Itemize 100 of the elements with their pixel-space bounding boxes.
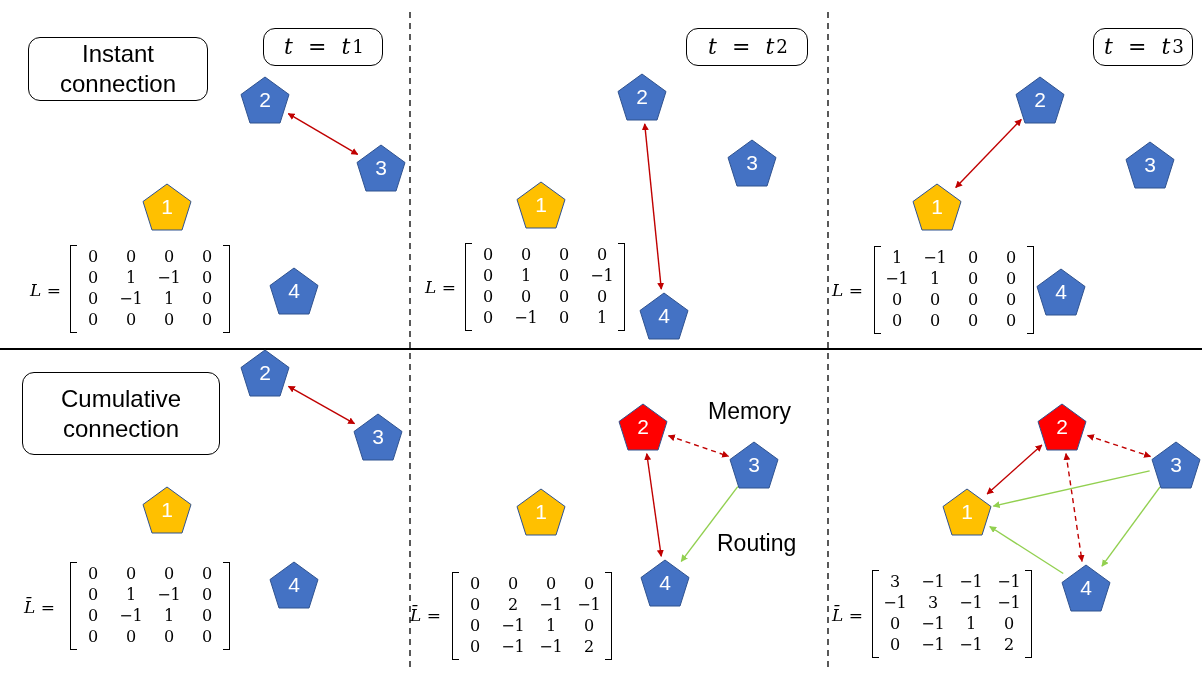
matrix-entry: 0 <box>557 287 571 307</box>
matrix-entry: 1 <box>544 616 558 636</box>
matrix-entry: 0 <box>468 637 482 657</box>
arrow <box>667 434 730 458</box>
node-number: 2 <box>1055 415 1069 439</box>
matrix-entry: 0 <box>86 268 100 288</box>
matrix-entry: 0 <box>966 311 980 331</box>
pentagon-node <box>516 488 566 536</box>
node-number: 1 <box>534 500 548 524</box>
pentagon-node <box>617 73 667 121</box>
matrix-entry: −1 <box>576 595 602 615</box>
node-number: 1 <box>534 193 548 217</box>
matrix-entry: −1 <box>920 635 946 655</box>
matrix-entry: −1 <box>118 606 144 626</box>
pentagon-node <box>269 561 319 609</box>
matrix-symbol: L̄ = <box>410 605 441 625</box>
pentagon-node <box>1036 268 1086 316</box>
pentagon-node <box>1125 141 1175 189</box>
matrix-entry: 0 <box>200 268 214 288</box>
matrix-entry: 0 <box>124 564 138 584</box>
matrix-entry: −1 <box>996 593 1022 613</box>
matrix-entry: 0 <box>966 269 980 289</box>
node-number: 3 <box>747 453 761 477</box>
matrix-entry: −1 <box>922 248 948 268</box>
node-number: 2 <box>258 88 272 112</box>
matrix-entry: 0 <box>557 245 571 265</box>
matrix-entry: 0 <box>519 287 533 307</box>
matrix-entry: 0 <box>582 574 596 594</box>
arrow <box>1101 486 1161 567</box>
matrix-entry: 1 <box>890 248 904 268</box>
pentagon-node <box>516 181 566 229</box>
matrix-entry: 0 <box>481 266 495 286</box>
matrix-entry: 0 <box>200 310 214 330</box>
matrix-entry: 0 <box>86 585 100 605</box>
matrix-entry: 0 <box>557 308 571 328</box>
arrow <box>986 444 1043 495</box>
matrix-symbol: L̄ = <box>832 605 863 625</box>
matrix-entry: 0 <box>468 574 482 594</box>
matrix-entry: 1 <box>928 269 942 289</box>
matrix-entry: 0 <box>200 564 214 584</box>
matrix-entry: 1 <box>162 289 176 309</box>
title-box: Instant connection <box>28 37 208 101</box>
arrow <box>1086 434 1152 458</box>
matrix-entry: 2 <box>582 637 596 657</box>
node-number: 1 <box>930 195 944 219</box>
matrix-entry: 0 <box>86 606 100 626</box>
matrix-entry: 0 <box>1004 269 1018 289</box>
pentagon-node <box>353 413 403 461</box>
pentagon-node <box>240 76 290 124</box>
matrix-entry: −1 <box>996 572 1022 592</box>
matrix-entry: 0 <box>1002 614 1016 634</box>
pentagon-node <box>1151 441 1201 489</box>
node-number: 2 <box>258 361 272 385</box>
pentagon-node <box>639 292 689 340</box>
matrix-entry: −1 <box>538 595 564 615</box>
matrix-entry: 0 <box>86 627 100 647</box>
matrix-entry: −1 <box>156 268 182 288</box>
arrow <box>992 470 1151 509</box>
matrix-entry: 0 <box>162 627 176 647</box>
matrix-entry: 0 <box>506 574 520 594</box>
matrix-entry: −1 <box>958 572 984 592</box>
arrow <box>1063 453 1085 562</box>
matrix-entry: 0 <box>1004 290 1018 310</box>
matrix-entry: 0 <box>200 585 214 605</box>
node-number: 4 <box>658 571 672 595</box>
matrix-entry: 0 <box>890 311 904 331</box>
node-number: 3 <box>1143 153 1157 177</box>
node-number: 3 <box>374 156 388 180</box>
node-number: 2 <box>635 85 649 109</box>
matrix-symbol: L = <box>832 280 863 300</box>
matrix-entry: 0 <box>86 310 100 330</box>
matrix-entry: 3 <box>926 593 940 613</box>
matrix-entry: 0 <box>966 248 980 268</box>
matrix-entry: 0 <box>200 247 214 267</box>
matrix-entry: 0 <box>162 247 176 267</box>
matrix-entry: 0 <box>557 266 571 286</box>
matrix-entry: 0 <box>162 564 176 584</box>
matrix-entry: 0 <box>519 245 533 265</box>
matrix-entry: −1 <box>882 593 908 613</box>
title-box: Cumulative connection <box>22 372 220 455</box>
matrix-entry: 0 <box>86 247 100 267</box>
pentagon-node <box>727 139 777 187</box>
pentagon-node <box>240 349 290 397</box>
pentagon-node <box>1015 76 1065 124</box>
node-number: 4 <box>1079 576 1093 600</box>
matrix-entry: −1 <box>958 635 984 655</box>
matrix-entry: 1 <box>124 268 138 288</box>
arrow <box>680 485 739 563</box>
pentagon-node <box>356 144 406 192</box>
node-number: 1 <box>960 500 974 524</box>
matrix-entry: 0 <box>481 308 495 328</box>
matrix-symbol: L = <box>30 280 61 300</box>
matrix-entry: −1 <box>500 616 526 636</box>
arrow <box>989 525 1064 575</box>
matrix-entry: 2 <box>1002 635 1016 655</box>
arrow <box>287 112 359 156</box>
matrix-entry: −1 <box>118 289 144 309</box>
node-number: 3 <box>745 151 759 175</box>
node-number: 4 <box>657 304 671 328</box>
node-number: 4 <box>1054 280 1068 304</box>
